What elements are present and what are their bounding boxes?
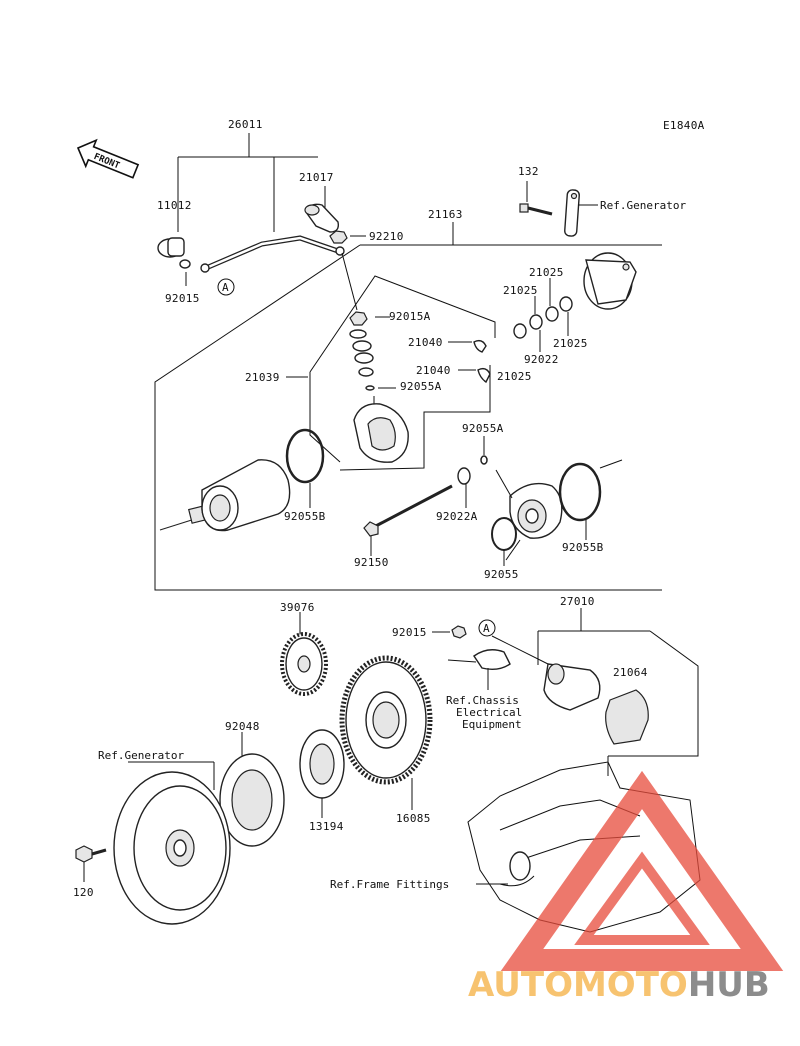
part-label-21163: 21163 [428,208,463,221]
generator-bracket-part [564,189,598,237]
part-label-11012: 11012 [157,199,192,212]
part-label-92015-bottom: 92015 [392,626,427,639]
washer-stack-part [513,278,573,352]
part-label-21025-4: 21025 [497,370,532,383]
circle-marker-a-bottom: A [478,619,496,637]
part-label-92055b-right: 92055B [562,541,604,554]
ref-generator-bottom: Ref.Generator [98,749,184,762]
circle-marker-a-top: A [217,278,235,296]
starter-relay-part [447,635,649,745]
part-label-21040-a: 21040 [408,336,443,349]
part-label-21025-1: 21025 [529,266,564,279]
starter-clutch-gear-part [339,655,433,810]
part-label-21039: 21039 [245,371,280,384]
part-label-92150: 92150 [354,556,389,569]
part-label-92055a-mid: 92055A [462,422,504,435]
part-label-21064: 21064 [613,666,648,679]
part-label-21025-2: 21025 [503,284,538,297]
ref-frame-fittings: Ref.Frame Fittings [330,878,449,891]
part-label-132: 132 [518,165,539,178]
one-way-clutch-part [299,729,345,818]
frame-fittings-part [467,756,701,933]
automotohub-watermark: AUTOMOTOHUB [468,770,784,1005]
rotor-bolt-part [75,845,107,882]
clutch-plate-part [219,732,285,847]
part-label-92015-top: 92015 [165,292,200,305]
part-label-92022a: 92022A [436,510,478,523]
svg-text:A: A [483,622,490,635]
watermark-text: AUTOMOTOHUB [468,965,770,1005]
o-ring-92055b-left-part [285,428,325,508]
part-label-92048: 92048 [225,720,260,733]
part-label-92055b-left: 92055B [284,510,326,523]
generator-rotor-part [113,761,231,925]
gear-end-cover-part [495,469,563,561]
part-label-120: 120 [73,886,94,899]
cable-boot-part [157,237,191,269]
washer-92022a-part [457,467,471,508]
part-label-92210: 92210 [369,230,404,243]
part-label-92022: 92022 [524,353,559,366]
part-label-92055: 92055 [484,568,519,581]
ref-chassis-line2: Electrical [456,706,522,719]
part-label-21017: 21017 [299,171,334,184]
terminal-cap-part [304,203,340,233]
svg-text:A: A [222,281,229,294]
diagram-code: E1840A [663,119,705,132]
nut-92015-bottom-part [451,625,467,639]
starter-motor-body [159,459,291,532]
starter-motor-box [154,244,662,591]
ref-chassis-line1: Ref.Chassis [446,694,519,707]
through-bolt-part [363,484,453,556]
end-cover-part [583,252,637,310]
o-ring-92055b-right-part [558,459,623,540]
nut-92210-part [329,230,348,244]
o-ring-92055-part [491,517,517,566]
ref-chassis-line3: Equipment [462,718,522,731]
ref-generator-top: Ref.Generator [600,199,686,212]
part-label-26011: 26011 [228,118,263,131]
bolt-132-part [519,181,553,216]
idle-gear-part [280,612,328,696]
part-label-21025-3: 21025 [553,337,588,350]
part-label-92055a-top: 92055A [400,380,442,393]
front-arrow-icon: FRONT [76,138,140,179]
part-label-39076: 39076 [280,601,315,614]
leader-lines-top [177,133,662,318]
part-label-16085: 16085 [396,812,431,825]
brush-holder-part [349,311,409,463]
starter-cable-part [200,235,358,311]
part-label-13194: 13194 [309,820,344,833]
part-label-92015a: 92015A [389,310,431,323]
part-label-21040-b: 21040 [416,364,451,377]
brush-21040-part [448,339,491,384]
o-ring-92055a-mid-part [480,436,488,465]
part-label-27010: 27010 [560,595,595,608]
